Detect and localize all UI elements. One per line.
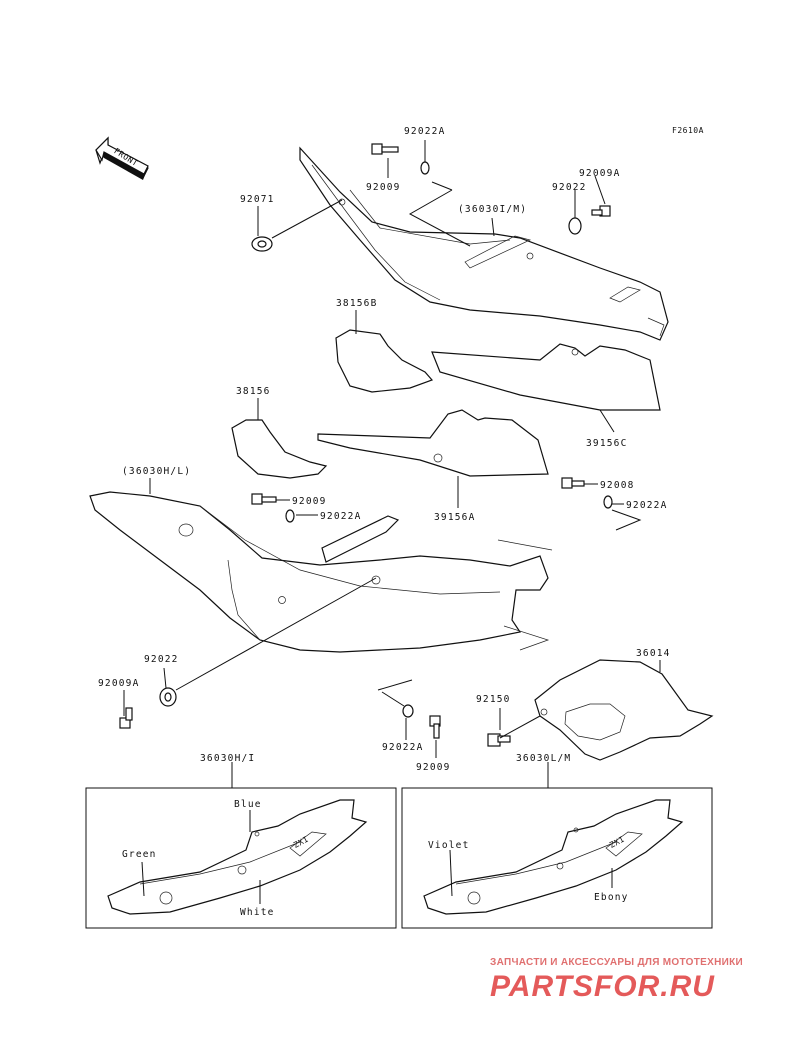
variant-box-left: ZXI Blue Green White [85, 787, 397, 929]
label-38156: 38156 [236, 386, 271, 397]
watermark-brand: PARTSFOR.RU [490, 970, 715, 1003]
label-92009A-left: 92009A [98, 678, 140, 689]
watermark: ЗАПЧАСТИ И АКСЕССУАРЫ ДЛЯ МОТОТЕХНИКИ PA… [490, 957, 743, 1003]
variant-box-right: ZXI Violet Ebony [401, 787, 713, 929]
side-cover-39156A [317, 409, 549, 477]
label-36030IM: (36030I/M) [458, 204, 527, 215]
label-92022A-mid: 92022A [320, 511, 362, 522]
label-92009-mid: 92009 [292, 496, 327, 507]
washer-92022-top [568, 217, 582, 235]
front-arrow-icon: FRONT [95, 136, 149, 180]
washer-92022A-right [603, 495, 613, 509]
bolt-92008-right [561, 477, 585, 489]
label-92009A-top: 92009A [579, 168, 621, 179]
bolt-92009A-top [591, 205, 611, 217]
lower-side-cowl [89, 491, 553, 653]
pad-38156 [231, 419, 328, 479]
label-92022A-bottom: 92022A [382, 742, 424, 753]
bolt-92009-top [371, 143, 399, 155]
color-ebony: Ebony [594, 892, 629, 903]
label-92009-top: 92009 [366, 182, 401, 193]
label-92022A-right: 92022A [626, 500, 668, 511]
label-92150: 92150 [476, 694, 511, 705]
bracket-36014 [534, 659, 714, 761]
label-92008-right: 92008 [600, 480, 635, 491]
label-38156B: 38156B [336, 298, 378, 309]
leader-lines [123, 140, 661, 788]
washer-92022A-mid [285, 509, 295, 523]
bolt-92150 [487, 733, 511, 747]
bolt-92009A-left [119, 707, 133, 729]
label-variant-right: 36030L/M [516, 753, 571, 764]
label-92022A-top: 92022A [404, 126, 446, 137]
label-36030HL: (36030H/L) [122, 466, 191, 477]
label-92022-top: 92022 [552, 182, 587, 193]
washer-92022A-bottom [402, 704, 414, 718]
label-39156C: 39156C [586, 438, 628, 449]
grommet-92071 [251, 236, 273, 252]
washer-92022-left [159, 687, 177, 707]
label-92009-bottom: 92009 [416, 762, 451, 773]
upper-seat-cowl [299, 146, 669, 341]
label-92022-left: 92022 [144, 654, 179, 665]
color-green: Green [122, 849, 157, 860]
color-white: White [240, 907, 275, 918]
bolt-92009-bottom [429, 715, 441, 739]
bolt-92009-mid [251, 493, 277, 505]
color-blue: Blue [234, 799, 262, 810]
label-36014: 36014 [636, 648, 671, 659]
color-violet: Violet [428, 840, 470, 851]
figure-code: F2610A [672, 126, 704, 135]
label-92071: 92071 [240, 194, 275, 205]
washer-92022A-top [420, 161, 430, 175]
pad-38156B [335, 329, 434, 393]
watermark-tagline: ЗАПЧАСТИ И АКСЕССУАРЫ ДЛЯ МОТОТЕХНИКИ [490, 957, 743, 968]
label-variant-left: 36030H/I [200, 753, 255, 764]
part-labels: 92022A 92009 92071 (36030I/M) 92009A 920… [98, 126, 671, 773]
inner-cover-39156C [431, 343, 661, 411]
label-39156A: 39156A [434, 512, 476, 523]
